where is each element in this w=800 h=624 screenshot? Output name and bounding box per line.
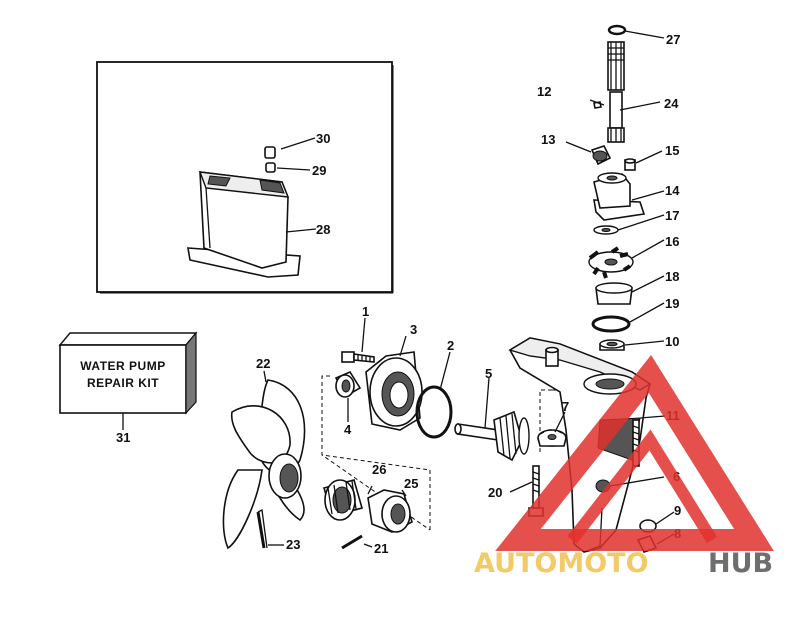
- repair-kit-label-line2: REPAIR KIT: [87, 376, 159, 390]
- callout-2: 2: [447, 338, 454, 353]
- callout-12: 12: [537, 84, 551, 99]
- part-14-pump-housing: [593, 172, 646, 221]
- callout-26: 26: [372, 462, 386, 477]
- part-19-seal: [591, 315, 631, 333]
- callout-28: 28: [316, 222, 330, 237]
- part-3-bearing-housing: [365, 351, 423, 431]
- watermark-text-automoto: AUTOMOTO: [474, 548, 649, 579]
- callout-21: 21: [374, 541, 388, 556]
- part-27-o-ring: [607, 24, 627, 36]
- callout-18: 18: [665, 269, 679, 284]
- part-1-screw: [341, 351, 375, 363]
- callout-3: 3: [410, 322, 417, 337]
- callout-7: 7: [562, 399, 569, 414]
- part-5-propeller-shaft: [454, 410, 530, 462]
- callout-16: 16: [665, 234, 679, 249]
- part-28-housing: [187, 171, 301, 278]
- part-24-driveshaft: [607, 41, 625, 143]
- part-18-liner: [595, 282, 633, 305]
- part-17-plate: [593, 225, 619, 235]
- part-4-bushing: [334, 370, 362, 398]
- part-29-sleeve: [265, 162, 276, 173]
- part-16-impeller: [588, 246, 634, 279]
- callout-5: 5: [485, 366, 492, 381]
- part-26-spline-hub: [323, 479, 363, 521]
- callout-17: 17: [665, 208, 679, 223]
- callout-31: 31: [116, 430, 130, 445]
- part-25-thrust-hub: [367, 489, 413, 533]
- callout-10: 10: [665, 334, 679, 349]
- part-2-o-ring: [415, 385, 453, 439]
- callout-15: 15: [665, 143, 679, 158]
- callout-24: 24: [664, 96, 679, 111]
- part-23-cotter-pin: [256, 509, 268, 549]
- callout-22: 22: [256, 356, 270, 371]
- leader-lines: [122, 30, 675, 548]
- repair-kit-box: WATER PUMP REPAIR KIT: [58, 331, 198, 415]
- callout-30: 30: [316, 131, 330, 146]
- part-13-bushing: [590, 145, 612, 166]
- watermark-logo: AUTOMOTO HUB: [474, 354, 774, 579]
- part-22-propeller: [222, 379, 306, 550]
- callout-13: 13: [541, 132, 555, 147]
- part-30-bushing: [264, 146, 276, 159]
- part-10-bearing: [599, 339, 625, 351]
- callout-4: 4: [344, 422, 352, 437]
- callout-23: 23: [286, 537, 300, 552]
- callout-29: 29: [312, 163, 326, 178]
- callout-25: 25: [404, 476, 418, 491]
- part-21-drive-pin: [341, 534, 363, 550]
- callout-14: 14: [665, 183, 680, 198]
- callout-9: 9: [674, 503, 681, 518]
- watermark-text-hub: HUB: [708, 548, 773, 579]
- repair-kit-label-line1: WATER PUMP: [80, 359, 165, 373]
- callout-1: 1: [362, 304, 369, 319]
- callout-19: 19: [665, 296, 679, 311]
- callout-numbers: 27 12 24 13 15 14 17 16 18 19 10 30 29 2…: [116, 32, 681, 556]
- callout-27: 27: [666, 32, 680, 47]
- part-15-screw: [624, 158, 636, 171]
- callout-20: 20: [488, 485, 502, 500]
- part-7-pinion-gear: [537, 429, 567, 447]
